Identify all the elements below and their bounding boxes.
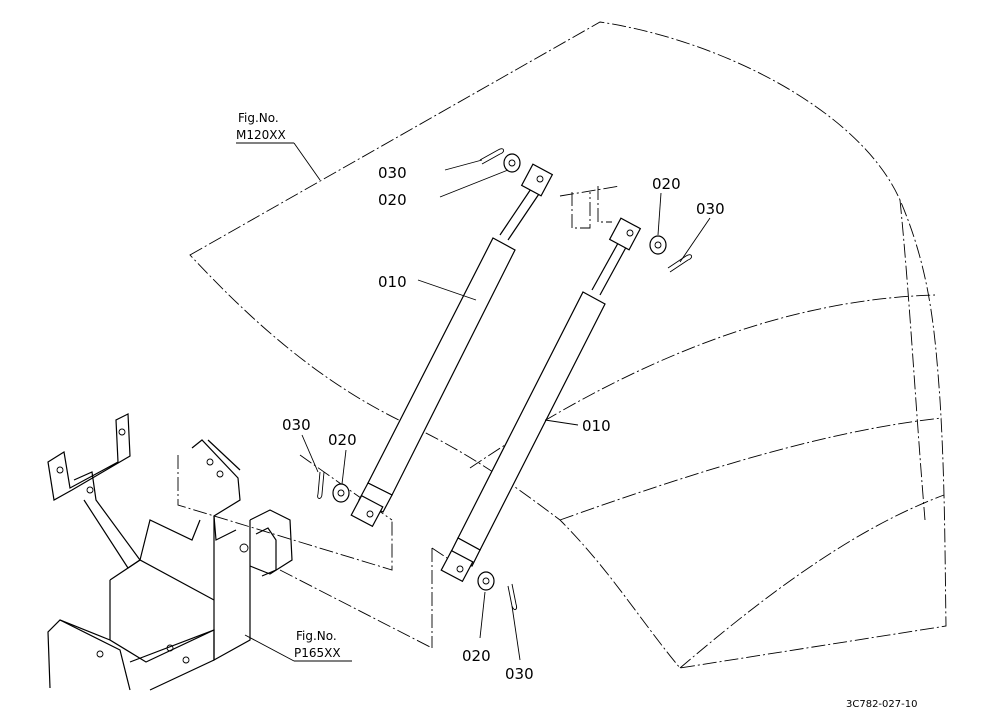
leader-lines bbox=[236, 142, 711, 662]
cotter-pins bbox=[317, 148, 693, 611]
lower-fig-label: Fig.No. bbox=[296, 629, 337, 643]
left-gas-strut bbox=[350, 163, 554, 528]
callout-bottom-left-pin: 030 bbox=[282, 416, 311, 434]
callout-right-pin: 030 bbox=[696, 200, 725, 218]
drawing-code: 3C782-027-10 bbox=[846, 699, 917, 710]
upper-fig-label: Fig.No. bbox=[238, 111, 279, 125]
frame-bracket-assembly bbox=[47, 413, 293, 691]
callout-top-pin: 030 bbox=[378, 164, 407, 182]
lower-mount-hidden bbox=[177, 454, 451, 649]
callout-left-strut: 010 bbox=[378, 273, 407, 291]
callout-bottom-pin: 030 bbox=[505, 665, 534, 683]
washers bbox=[332, 153, 667, 591]
upper-fig-number: M120XX bbox=[236, 128, 286, 142]
callout-bottom-washer: 020 bbox=[462, 647, 491, 665]
callout-bottom-left-washer: 020 bbox=[328, 431, 357, 449]
callout-right-washer: 020 bbox=[652, 175, 681, 193]
callout-right-strut: 010 bbox=[582, 417, 611, 435]
upper-bracket-hidden bbox=[559, 185, 621, 229]
callout-top-washer: 020 bbox=[378, 191, 407, 209]
lower-fig-number: P165XX bbox=[294, 646, 341, 660]
right-gas-strut bbox=[440, 217, 642, 583]
